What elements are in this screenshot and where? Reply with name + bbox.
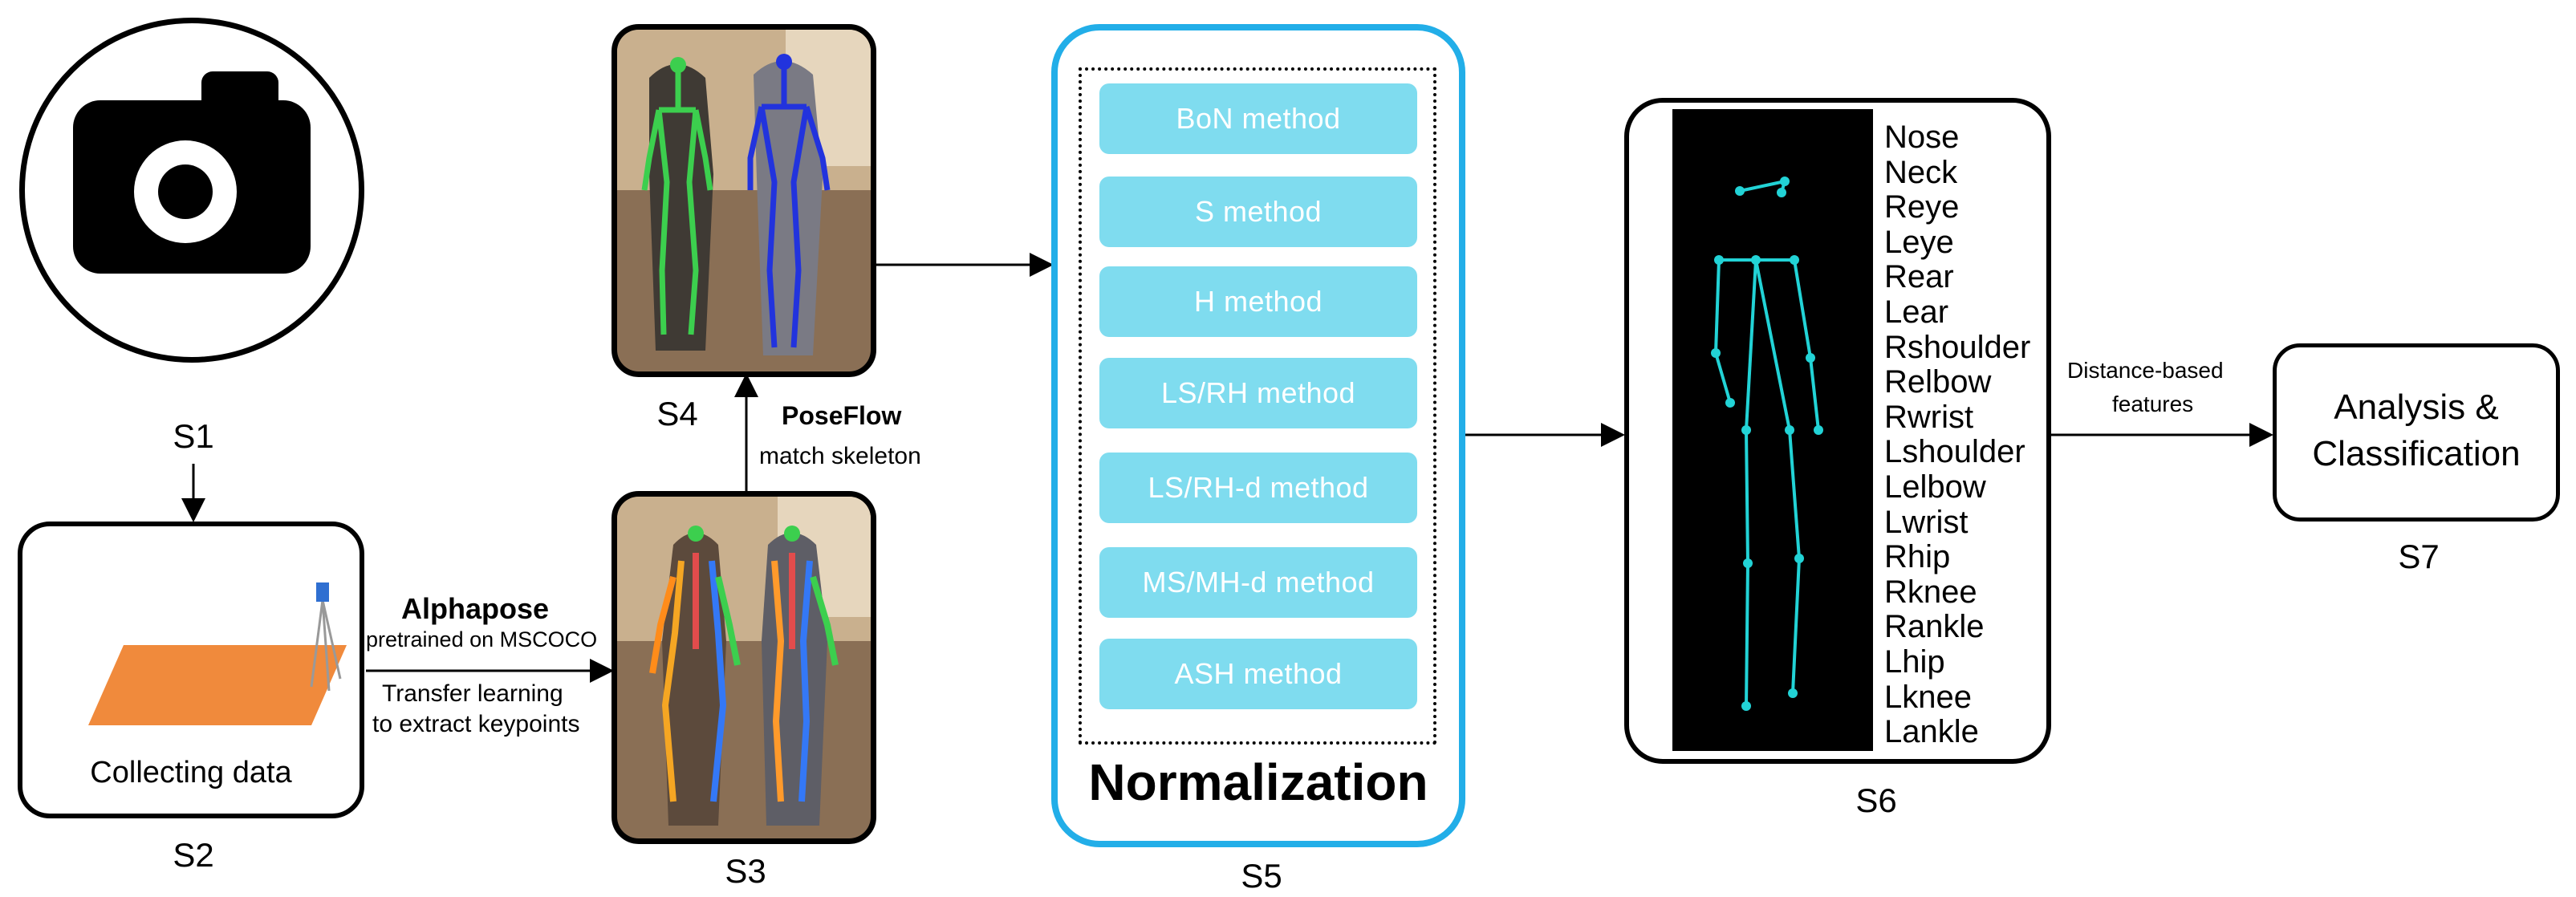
- normalization-title: Normalization: [1088, 753, 1428, 811]
- keypoint-rhip: Rhip: [1884, 539, 1951, 575]
- keypoint-rwrist: Rwrist: [1884, 399, 1974, 435]
- stage-label-s7: S7: [2398, 538, 2440, 575]
- keypoint-lankle: Lankle: [1884, 714, 1979, 750]
- keypoint-nose: Nose: [1884, 120, 1960, 155]
- keypoint-neck: Neck: [1884, 154, 1958, 190]
- keypoint-lhip: Lhip: [1884, 643, 1945, 680]
- keypoint-lelbow: Lelbow: [1884, 469, 1986, 505]
- method-h: H method: [1099, 266, 1417, 337]
- camera-icon: [73, 71, 311, 274]
- collecting-data-caption: Collecting data: [90, 756, 292, 789]
- s3-walking-people-image: [617, 497, 871, 838]
- method-bon: BoN method: [1099, 83, 1417, 154]
- skeleton-figure: [1672, 109, 1873, 751]
- keypoint-relbow: Relbow: [1884, 364, 1992, 400]
- s4-walking-people-image: [617, 30, 871, 371]
- transfer-learning-line2: to extract keypoints: [372, 711, 580, 737]
- stage-label-s3: S3: [725, 852, 766, 890]
- collecting-data-box: Collecting data: [18, 522, 364, 818]
- platform-with-tripod-icon: [88, 582, 347, 725]
- analysis-classification-box: Analysis & Classification: [2273, 343, 2560, 522]
- alphapose-subtitle: pretrained on MSCOCO: [366, 627, 598, 651]
- keypoint-lknee: Lknee: [1884, 679, 1972, 715]
- stage-label-s6: S6: [1855, 781, 1897, 819]
- method-ls-rh-d: LS/RH-d method: [1099, 453, 1417, 523]
- keypoint-rankle: Rankle: [1884, 609, 1985, 645]
- transfer-learning-line1: Transfer learning: [382, 680, 563, 707]
- stage-label-s2: S2: [173, 836, 214, 874]
- analysis-line2: Classification: [2312, 434, 2521, 473]
- keypoint-rear: Rear: [1884, 259, 1954, 295]
- analysis-line1: Analysis &: [2334, 388, 2499, 427]
- poseflow-title: PoseFlow: [782, 401, 902, 430]
- method-ash: ASH method: [1099, 639, 1417, 709]
- keypoint-rshoulder: Rshoulder: [1884, 329, 2031, 365]
- poseflow-subtitle: match skeleton: [759, 443, 921, 469]
- stage-label-s1: S1: [173, 417, 214, 455]
- s4-matched-skeleton-photo: [611, 24, 876, 377]
- stage-label-s4: S4: [656, 395, 698, 432]
- keypoint-lear: Lear: [1884, 294, 1949, 330]
- methods-dotted-frame: [1079, 67, 1436, 745]
- method-ms-mh-d: MS/MH-d method: [1099, 547, 1417, 618]
- normalization-panel: [1051, 24, 1465, 847]
- s3-skeleton-photo: [611, 491, 876, 844]
- method-s: S method: [1099, 177, 1417, 247]
- stage-label-s5: S5: [1241, 857, 1282, 895]
- keypoint-rknee: Rknee: [1884, 574, 1977, 610]
- keypoint-leye: Leye: [1884, 224, 1954, 260]
- camera-circle: [19, 18, 364, 363]
- keypoint-lshoulder: Lshoulder: [1884, 434, 2025, 470]
- distance-features-line2: features: [2112, 392, 2194, 416]
- method-ls-rh: LS/RH method: [1099, 358, 1417, 428]
- keypoint-reye: Reye: [1884, 189, 1960, 225]
- keypoint-lwrist: Lwrist: [1884, 504, 1969, 540]
- keypoint-list: Nose Neck Reye Leye Rear Lear Rshoulder …: [1884, 120, 2030, 750]
- alphapose-title: Alphapose: [401, 592, 550, 625]
- distance-features-line1: Distance-based: [2067, 358, 2224, 383]
